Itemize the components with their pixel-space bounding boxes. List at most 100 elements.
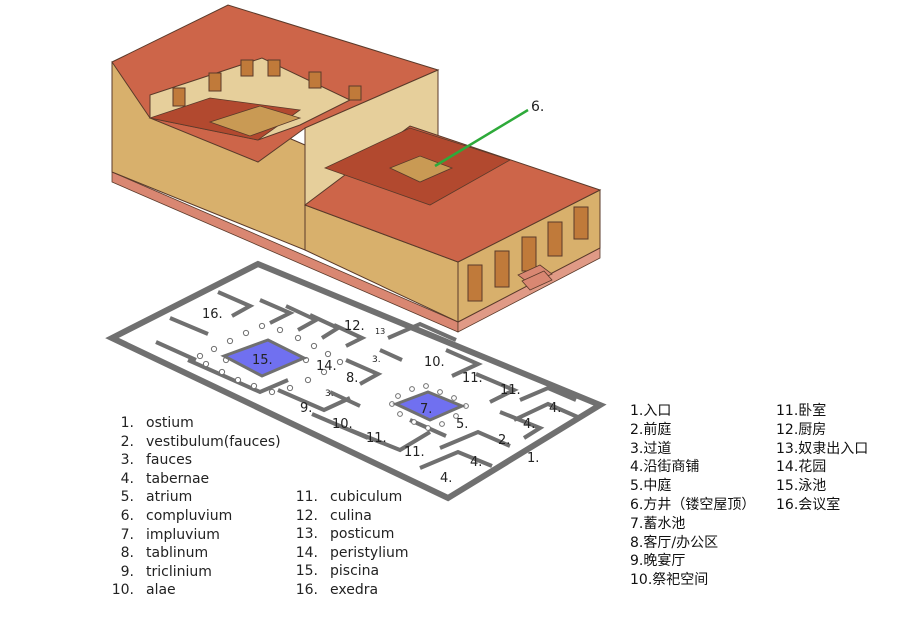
legend-latin-number: 14.: [295, 544, 318, 561]
legend-latin-term: posticum: [330, 526, 395, 543]
legend-latin-term: atrium: [146, 489, 193, 506]
entrance-steps: [517, 264, 553, 291]
plan-label-11d: 11.: [404, 445, 425, 460]
legend-chinese-item: 1.入口: [630, 403, 672, 419]
plan-labels: 16.12.1315.3.10.14.8.11.11.3.9.7.4.4.10.…: [202, 307, 561, 486]
legend-chinese-item: 14.花园: [776, 459, 827, 476]
legend-latin-item: 1. ostium: [100, 414, 281, 433]
legend-latin-term: alae: [146, 582, 176, 599]
piscina-pool: [220, 338, 308, 378]
legend-chinese-item: 4.沿街商铺: [630, 459, 700, 476]
plan-label-7: 7.: [420, 402, 432, 417]
legend-latin-term: compluvium: [146, 507, 233, 524]
legend-latin-item: 15. piscina: [292, 562, 409, 581]
legend-latin-number: 11.: [295, 489, 318, 505]
legend-latin-item: 2. vestibulum(fauces): [100, 433, 281, 452]
right-windows: [467, 206, 589, 302]
legend-chinese-item: 8.客厅/办公区: [630, 534, 719, 551]
legend-latin-item: 3. fauces: [100, 451, 281, 470]
legend-latin-term: culina: [330, 507, 372, 524]
legend-latin-term: peristylium: [330, 544, 409, 561]
plan-label-9: 9.: [300, 401, 312, 416]
callout-line-6: [434, 108, 529, 168]
left-windows: [172, 59, 362, 107]
legend-latin-item: 10. alae: [100, 581, 281, 600]
plan-label-4d: 4.: [440, 471, 452, 486]
legend-latin-number: 16.: [295, 581, 318, 598]
legend-latin-term: triclinium: [146, 563, 212, 580]
legend-latin-term: fauces: [146, 452, 192, 469]
plan-label-11b: 11.: [500, 383, 521, 398]
plan-interior-walls: [155, 290, 581, 470]
legend-latin-term: vestibulum(fauces): [146, 433, 281, 450]
plan-label-10a: 10.: [424, 355, 445, 370]
legend-latin-number: 8.: [120, 545, 134, 562]
plan-label-4b: 4.: [523, 417, 535, 432]
legend-latin-item: 14. peristylium: [292, 544, 409, 563]
legend-chinese-item: 13.奴隶出入口: [776, 440, 869, 457]
plan-label-8: 8.: [346, 371, 358, 386]
plan-label-4a: 4.: [549, 401, 561, 416]
legend-latin-item: 16. exedra: [292, 581, 409, 600]
plan-label-4c: 4.: [470, 455, 482, 470]
legend-latin-term: ostium: [146, 415, 194, 431]
legend-latin-term: tablinum: [146, 545, 209, 562]
legend-latin-term: cubiculum: [330, 489, 403, 505]
legend-latin-number: 6.: [120, 507, 134, 524]
legend-chinese-item: 3.过道: [630, 440, 672, 457]
legend-latin-number: 1.: [120, 415, 134, 431]
floor-plan: 16.12.1315.3.10.14.8.11.11.3.9.7.4.4.10.…: [105, 260, 607, 502]
legend-latin-item: 12. culina: [292, 507, 409, 526]
plan-label-2: 2.: [498, 433, 510, 448]
callout-label-6: 6.: [531, 99, 544, 115]
legend-latin-item: 9.triclinium: [100, 563, 281, 582]
impluvium-pool: [392, 390, 466, 422]
legend-latin-term: exedra: [330, 581, 379, 598]
left-compluvium: [208, 105, 302, 137]
legend-latin-item: 7. impluvium: [100, 526, 281, 545]
legend-chinese-item: 12.厨房: [776, 421, 827, 438]
legend-latin-number: 3.: [120, 452, 134, 469]
legend-latin-column-1: 1. ostium 2. vestibulum(fauces) 3. fauces 4. ta…: [100, 414, 281, 600]
plan-outline: [105, 260, 607, 502]
plan-label-11c: 11.: [366, 431, 387, 446]
legend-latin-number: 5.: [120, 489, 134, 506]
legend-latin-number: 15.: [295, 563, 318, 580]
plan-label-3b: 3.: [325, 389, 334, 399]
compluvium-opening: [388, 155, 454, 183]
legend-latin-term: piscina: [330, 563, 380, 580]
legend-chinese-item: 16.会议室: [776, 496, 841, 513]
plan-label-1: 1.: [527, 451, 539, 466]
legend-latin-item: 8. tablinum: [100, 544, 281, 563]
legend-chinese-item: 9.晚宴厅: [630, 553, 686, 570]
legend-latin-number: 7.: [120, 526, 134, 543]
legend-latin-item: 11. cubiculum: [292, 488, 409, 507]
plan-label-11a: 11.: [462, 371, 483, 386]
plan-label-12: 12.: [344, 319, 365, 334]
legend-latin-number: 4.: [120, 470, 134, 487]
legend-latin-number: 10.: [111, 582, 134, 599]
plan-label-15: 15.: [252, 353, 273, 368]
plan-label-10b: 10.: [332, 417, 353, 432]
legend-chinese-item: 10.祭祀空间: [630, 572, 709, 589]
legend-chinese-item: 6.方井（镂空屋顶）: [630, 496, 756, 513]
legend-latin-term: impluvium: [146, 526, 220, 543]
plan-label-5: 5.: [456, 417, 468, 432]
legend-latin-column-2: 11. cubiculum 12. culina 13. posticum 14. peris…: [292, 488, 409, 600]
legend-chinese-item: 7.蓄水池: [630, 515, 686, 532]
legend-chinese-item: 15.泳池: [776, 478, 827, 495]
legend-latin-item: 4. tabernae: [100, 470, 281, 489]
plan-label-13: 13: [375, 327, 385, 336]
legend-chinese-item: 2.前庭: [630, 421, 672, 438]
legend-latin-number: 13.: [295, 526, 318, 543]
house-3d-view: 6.: [111, 4, 602, 333]
legend-latin-number: 2.: [120, 433, 134, 450]
legend-latin-number: 12.: [295, 507, 318, 524]
peristyle-columns: [196, 322, 344, 396]
legend-latin-term: tabernae: [146, 470, 210, 487]
legend-latin-item: 13. posticum: [292, 525, 409, 544]
legend-chinese-item: 11.卧室: [776, 403, 827, 419]
